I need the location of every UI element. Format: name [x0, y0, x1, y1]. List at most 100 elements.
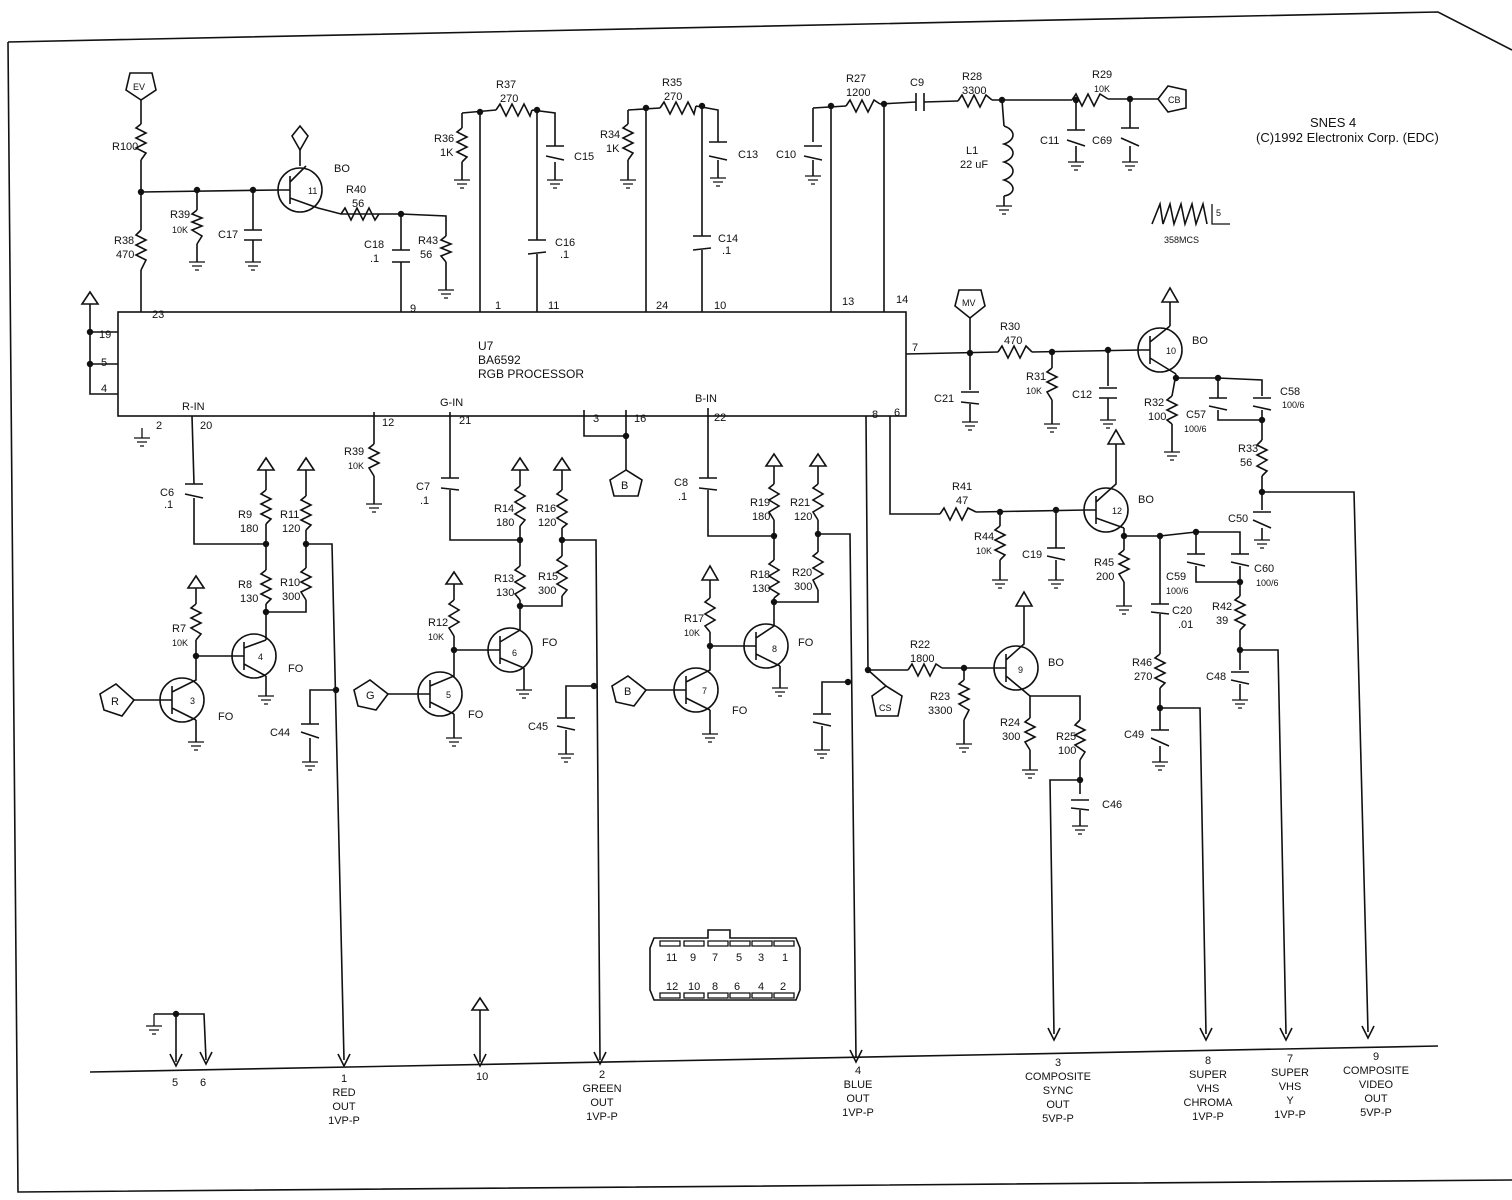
svg-text:R16: R16	[536, 503, 556, 515]
svg-text:270: 270	[500, 93, 518, 105]
capacitors	[184, 93, 1272, 811]
ic-pin: 1	[495, 300, 501, 312]
svg-text:100: 100	[1148, 411, 1166, 423]
transistor-q4: 4 FO	[231, 633, 304, 679]
svg-text:300: 300	[1002, 731, 1020, 743]
ic-input-label: G-IN	[440, 397, 463, 409]
svg-text:.1: .1	[560, 249, 569, 261]
svg-text:FO: FO	[542, 637, 558, 649]
wiring	[89, 98, 1439, 1073]
svg-text:11: 11	[308, 186, 317, 196]
svg-text:C57: C57	[1186, 409, 1206, 421]
ic-pin: 12	[382, 417, 394, 429]
svg-text:1: 1	[782, 952, 788, 964]
port-b-left: B	[611, 675, 648, 707]
svg-text:C8: C8	[674, 477, 688, 489]
svg-text:100/6: 100/6	[1184, 424, 1207, 434]
svg-text:10K: 10K	[1094, 84, 1110, 94]
svg-text:R28: R28	[962, 71, 982, 83]
svg-text:CS: CS	[879, 703, 892, 713]
svg-text:C9: C9	[910, 77, 924, 89]
svg-text:R27: R27	[846, 73, 866, 85]
svg-text:CB: CB	[1168, 95, 1181, 105]
svg-text:3300: 3300	[962, 85, 986, 97]
svg-text:270: 270	[1134, 671, 1152, 683]
svg-text:56: 56	[420, 249, 432, 261]
transistor-q6: 6 FO	[487, 620, 558, 673]
svg-text:R39: R39	[344, 446, 364, 458]
svg-text:39: 39	[1216, 615, 1228, 627]
transistor-q9: 9 BO	[993, 640, 1064, 697]
svg-text:10: 10	[688, 981, 700, 993]
svg-text:R46: R46	[1132, 657, 1152, 669]
svg-text:C69: C69	[1092, 135, 1112, 147]
svg-text:1VP-P: 1VP-P	[1192, 1111, 1224, 1123]
svg-text:FO: FO	[732, 705, 748, 717]
svg-text:CHROMA: CHROMA	[1184, 1097, 1234, 1109]
svg-text:10K: 10K	[976, 546, 992, 556]
svg-text:11: 11	[666, 952, 677, 964]
svg-text:C16: C16	[555, 237, 575, 249]
ic-pin: 23	[152, 309, 164, 321]
svg-text:MV: MV	[962, 298, 976, 308]
svg-text:R10: R10	[280, 577, 300, 589]
resistors	[134, 92, 1269, 761]
svg-text:300: 300	[538, 585, 556, 597]
svg-text:SYNC: SYNC	[1043, 1085, 1074, 1097]
svg-text:300: 300	[282, 591, 300, 603]
svg-text:8: 8	[772, 644, 777, 654]
ic-pin: 16	[634, 413, 646, 425]
waveform-frame	[1211, 204, 1230, 225]
svg-text:R8: R8	[238, 579, 252, 591]
svg-text:C10: C10	[776, 149, 796, 161]
svg-text:180: 180	[496, 517, 514, 529]
ic-desc: RGB PROCESSOR	[478, 367, 584, 381]
svg-text:OUT: OUT	[1364, 1093, 1388, 1105]
svg-text:R44: R44	[974, 531, 994, 543]
svg-text:120: 120	[794, 511, 812, 523]
svg-text:6: 6	[512, 648, 517, 658]
svg-text:R36: R36	[434, 133, 454, 145]
svg-text:R35: R35	[662, 77, 682, 89]
svg-text:R29: R29	[1092, 69, 1112, 81]
ic-pin: 10	[714, 300, 726, 312]
svg-text:R19: R19	[750, 497, 770, 509]
svg-text:4: 4	[855, 1065, 861, 1077]
svg-text:SUPER: SUPER	[1271, 1067, 1309, 1079]
transistor-q8: 8 FO	[743, 616, 814, 669]
inductor-l1	[1001, 125, 1014, 197]
ic-input-label: B-IN	[695, 393, 717, 405]
svg-text:R40: R40	[346, 184, 366, 196]
svg-text:5VP-P: 5VP-P	[1042, 1113, 1074, 1125]
svg-text:5: 5	[446, 690, 451, 700]
svg-text:10K: 10K	[348, 461, 364, 471]
svg-text:R15: R15	[538, 571, 558, 583]
svg-text:BO: BO	[1138, 494, 1154, 506]
svg-text:R: R	[111, 696, 119, 708]
svg-text:C49: C49	[1124, 729, 1144, 741]
svg-text:C6: C6	[160, 487, 174, 499]
svg-text:180: 180	[752, 511, 770, 523]
svg-text:R38: R38	[114, 235, 134, 247]
ic-pin: 21	[459, 415, 471, 427]
port-ev: EV	[125, 72, 157, 101]
svg-text:120: 120	[282, 523, 300, 535]
ground-symbols	[134, 161, 1270, 1035]
svg-text:R23: R23	[930, 691, 950, 703]
svg-text:3: 3	[758, 952, 764, 964]
svg-text:BO: BO	[334, 163, 350, 175]
svg-text:6: 6	[200, 1077, 206, 1089]
svg-text:R43: R43	[418, 235, 438, 247]
port-cs: CS	[867, 669, 903, 717]
ic-pin: 3	[593, 413, 599, 425]
svg-text:C18: C18	[364, 239, 384, 251]
svg-text:7: 7	[712, 952, 718, 964]
svg-text:2: 2	[780, 981, 786, 993]
svg-text:R41: R41	[952, 481, 972, 493]
svg-text:R21: R21	[790, 497, 810, 509]
svg-text:R22: R22	[910, 639, 930, 651]
svg-text:180: 180	[240, 523, 258, 535]
svg-text:7: 7	[1287, 1053, 1293, 1065]
ic-pin: 6	[894, 407, 900, 419]
svg-text:.1: .1	[370, 253, 379, 265]
